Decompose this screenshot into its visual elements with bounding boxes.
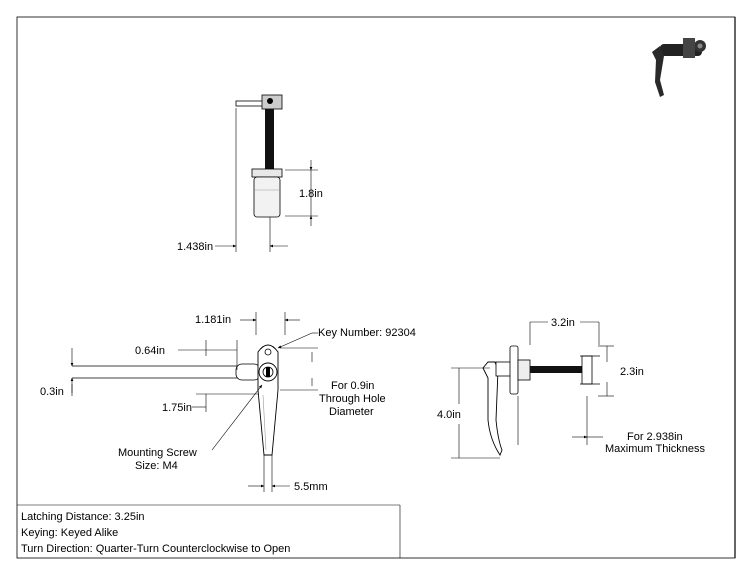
note-turn: Turn Direction: Quarter-Turn Countercloc… [21, 543, 290, 555]
sheet-border [16, 16, 736, 559]
front-dim-width-label: 1.181in [195, 314, 231, 326]
hole-line1: For 0.9in [331, 380, 374, 392]
top-view [215, 94, 318, 252]
front-dim-lower-label: 1.75in [162, 402, 192, 414]
thickness-line2: Maximum Thickness [605, 443, 706, 455]
side-view [451, 321, 614, 459]
front-dim-bottom-label: 5.5mm [294, 481, 328, 493]
side-dim-right-label: 2.3in [620, 366, 644, 378]
handle-thumbnail-icon [652, 38, 706, 97]
hole-line2: Through Hole [319, 393, 386, 405]
dim-width-label: 1.438in [177, 241, 213, 253]
screw-line1: Mounting Screw [118, 447, 197, 459]
note-latching: Latching Distance: 3.25in [21, 511, 145, 523]
front-dim-offset-label: 0.64in [135, 345, 165, 357]
key-number-label: Key Number: 92304 [318, 327, 416, 339]
thickness-line1: For 2.938in [627, 431, 683, 443]
hole-line3: Diameter [329, 406, 374, 418]
screw-line2: Size: M4 [135, 460, 178, 472]
note-keying: Keying: Keyed Alike [21, 527, 118, 539]
front-dim-left-label: 0.3in [40, 386, 64, 398]
dim-height-label: 1.8in [299, 188, 323, 200]
front-view [70, 312, 318, 492]
side-dim-top-label: 3.2in [551, 317, 575, 329]
side-dim-left-label: 4.0in [437, 409, 461, 421]
